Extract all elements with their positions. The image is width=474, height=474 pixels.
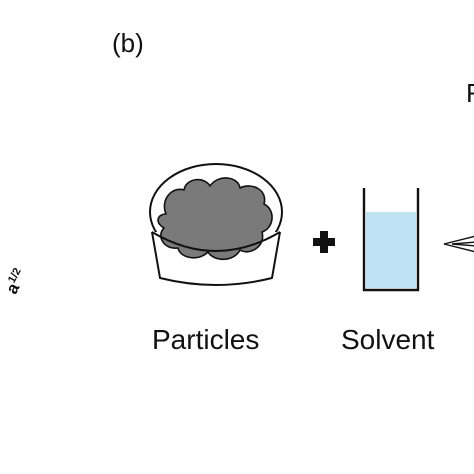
panel-label: (b) [112,28,144,58]
particles-dish-icon [149,163,283,286]
solvent-label: Solvent [341,324,435,355]
arrow-tip-icon [443,235,474,253]
plus-icon [313,231,335,253]
edge-letter: F [466,78,474,108]
solvent-beaker-icon [362,188,420,292]
particles-label: Particles [152,324,260,355]
